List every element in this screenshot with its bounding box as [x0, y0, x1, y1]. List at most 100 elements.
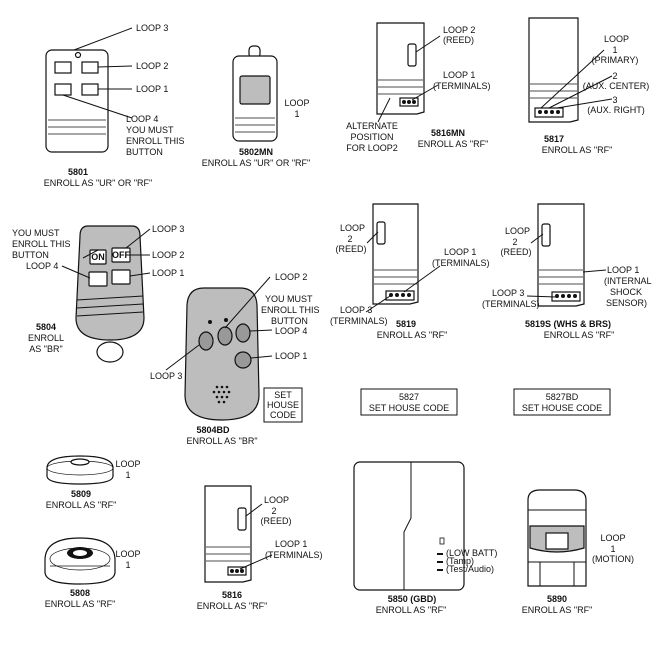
enroll-5804bd: ENROLL AS "BR"	[186, 436, 257, 446]
label-loop4: LOOP 4	[275, 326, 307, 336]
label-loop-num: 1	[125, 560, 130, 570]
model-5819s: 5819S (WHS & BRS)	[525, 319, 611, 329]
button-loop4	[88, 271, 108, 287]
label-reed: (REED)	[501, 247, 532, 257]
speaker-grille	[212, 385, 231, 404]
enroll-5804-2: AS "BR"	[29, 344, 62, 354]
box-5827bd	[513, 388, 611, 416]
label-aux-right: (AUX. RIGHT)	[587, 105, 645, 115]
label-terminals: (TERMINALS)	[432, 258, 490, 268]
reed-switch	[376, 221, 386, 245]
model-5827bd: 5827BD	[546, 392, 579, 402]
device-5809: LOOP 1 5809 ENROLL AS "RF"	[46, 455, 141, 510]
model-5804bd: 5804BD	[196, 425, 230, 435]
label-loop1: LOOP 1	[444, 247, 476, 257]
box-5827	[360, 388, 458, 416]
model-5816: 5816	[222, 590, 242, 600]
terminal-block	[385, 290, 415, 301]
label-loop1: LOOP 1	[443, 70, 475, 80]
device-5850: (LOW BATT) (Tamp) (Test/Audio) 5850 (GBD…	[353, 461, 497, 615]
label-must-3: BUTTON	[271, 316, 308, 326]
model-5809: 5809	[71, 489, 91, 499]
test-switch	[439, 537, 445, 545]
label-test: (Test/Audio)	[446, 564, 494, 574]
button-loop3	[198, 331, 214, 351]
model-5890: 5890	[547, 594, 567, 604]
device-5808: LOOP 1 5808 ENROLL AS "RF"	[44, 537, 141, 609]
enroll-5817: ENROLL AS "RF"	[542, 145, 613, 155]
set-house-code-box	[263, 387, 303, 423]
label-tamp: (Tamp)	[446, 556, 474, 566]
device-5804bd: LOOP 2 YOU MUST ENROLL THIS BUTTON LOOP …	[150, 272, 320, 446]
note-5827bd: SET HOUSE CODE	[522, 403, 602, 413]
button-loop4	[235, 323, 251, 343]
led-test	[437, 569, 443, 571]
device-5816mn: LOOP 2 (REED) LOOP 1 (TERMINALS) ALTERNA…	[346, 22, 491, 153]
glassbreak-body	[353, 461, 465, 591]
label-loop: LOOP	[115, 459, 140, 469]
enroll-5809: ENROLL AS "RF"	[46, 500, 117, 510]
device-5816: LOOP 2 (REED) LOOP 1 (TERMINALS) 5816 EN…	[197, 485, 323, 611]
button-loop1	[81, 83, 99, 96]
label-loop2: LOOP 2	[443, 25, 475, 35]
label-sensor: SENSOR)	[606, 298, 647, 308]
label-internal: (INTERNAL	[604, 276, 652, 286]
label-motion: (MOTION)	[592, 554, 634, 564]
enroll-5808: ENROLL AS "RF"	[45, 599, 116, 609]
label-reed: (REED)	[443, 35, 474, 45]
heat-sensor	[70, 458, 90, 466]
label-loop1: LOOP 1	[607, 265, 639, 275]
label-terminals: (TERMINALS)	[265, 550, 323, 560]
label-loop2-num: 2	[347, 234, 352, 244]
reed-switch	[237, 507, 247, 531]
label-reed: (REED)	[336, 244, 367, 254]
heat-detector-body	[46, 455, 114, 485]
label-code: CODE	[270, 410, 296, 420]
label-loop1: LOOP 1	[275, 351, 307, 361]
transmitter-5817-body	[528, 17, 579, 123]
sensor-5819-body	[372, 203, 419, 305]
sensor-5819s-body	[537, 203, 585, 307]
label-terminals3: (TERMINALS)	[482, 299, 540, 309]
keyring	[96, 341, 124, 363]
button-loop3	[54, 61, 72, 74]
label-off: OFF	[112, 250, 130, 260]
note-5827: SET HOUSE CODE	[369, 403, 449, 413]
button-loop1	[234, 351, 252, 369]
device-5817: LOOP 1 (PRIMARY) 2 (AUX. CENTER) 3 (AUX.…	[528, 17, 649, 155]
label-loop-num: 1	[610, 544, 615, 554]
label-must-3: BUTTON	[12, 250, 49, 260]
label-alt-3: FOR LOOP2	[346, 143, 398, 153]
label-loop2: LOOP 2	[275, 272, 307, 282]
label-shock: SHOCK	[610, 287, 642, 297]
label-must-1: YOU MUST	[12, 228, 60, 238]
remote-5801-body	[45, 49, 109, 153]
reed-switch	[407, 43, 417, 67]
label-loop1: LOOP 1	[152, 268, 184, 278]
label-loop: LOOP	[600, 533, 625, 543]
device-5827: 5827 SET HOUSE CODE	[360, 388, 458, 416]
model-5802mn: 5802MN	[239, 147, 273, 157]
led-indicator	[74, 51, 82, 59]
device-5890: LOOP 1 (MOTION) 5890 ENROLL AS "RF"	[522, 489, 634, 615]
button-loop2	[81, 61, 99, 74]
enroll-5890: ENROLL AS "RF"	[522, 605, 593, 615]
label-loop3: LOOP 3	[152, 224, 184, 234]
button-loop1	[111, 269, 131, 285]
label-loop-num: 1	[294, 109, 299, 119]
label-loop2-num: 2	[512, 237, 517, 247]
label-terminals: (TERMINALS)	[433, 81, 491, 91]
label-loop: LOOP	[505, 226, 530, 236]
label-loop4: LOOP 4	[26, 261, 58, 271]
enroll-5802mn: ENROLL AS "UR" OR "RF"	[202, 158, 310, 168]
remote-5804-body	[75, 225, 145, 341]
label-alt-1: ALTERNATE	[346, 121, 398, 131]
reed-switch	[541, 223, 551, 247]
label-loop3: LOOP 3	[150, 371, 182, 381]
model-5801: 5801	[68, 167, 88, 177]
label-loop1-num: 1	[612, 45, 617, 55]
label-loop: LOOP	[340, 223, 365, 233]
label-loop: LOOP	[115, 549, 140, 559]
label-must-2: ENROLL THIS	[126, 136, 185, 146]
label-loop3-num: 3	[612, 95, 617, 105]
